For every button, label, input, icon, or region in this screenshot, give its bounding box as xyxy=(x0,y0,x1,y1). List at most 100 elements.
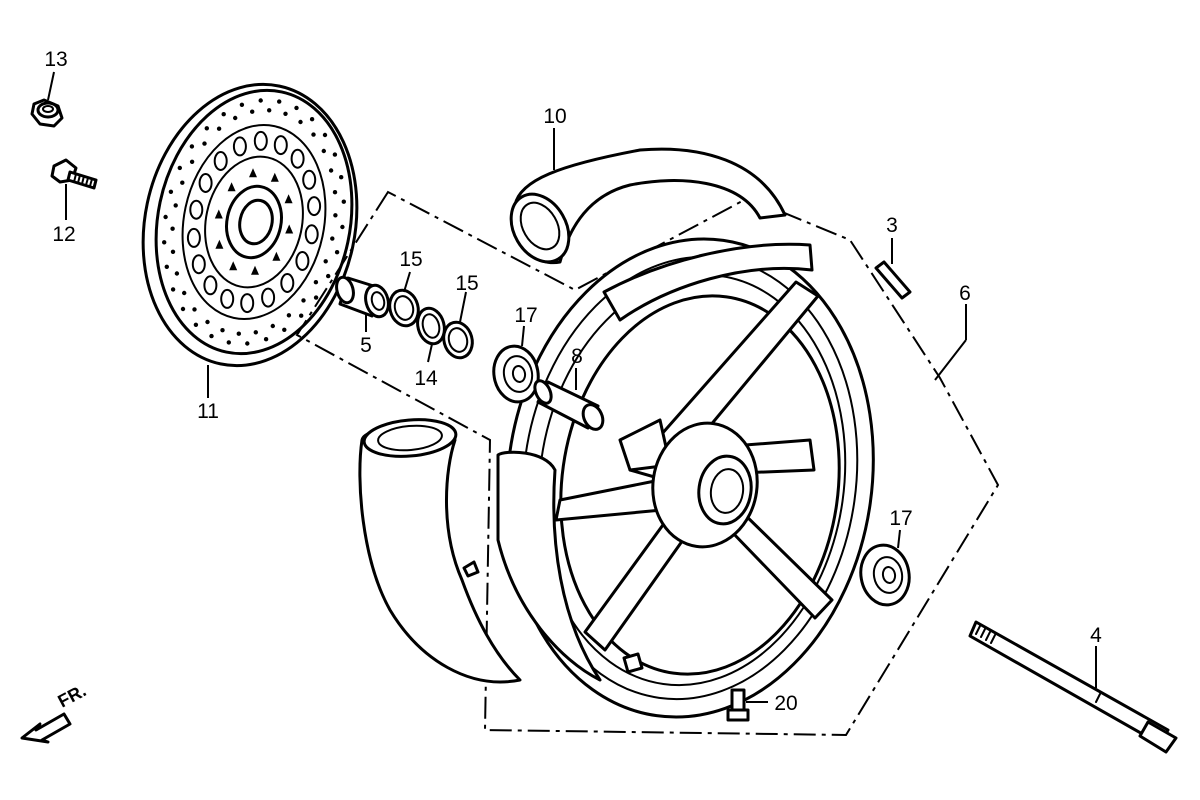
disc-drill-hole xyxy=(270,323,275,329)
disc-drill-hole xyxy=(332,190,338,195)
disc-drill-hole xyxy=(328,168,334,173)
disc-drill-hole xyxy=(233,115,238,121)
disc-carrier-cutout xyxy=(227,182,236,192)
part-8-distance-collar xyxy=(533,379,605,431)
disc-drill-hole xyxy=(326,273,331,279)
disc-drill-hole xyxy=(236,331,241,336)
disc-drill-hole xyxy=(216,126,222,131)
part-10-tire-upper xyxy=(509,147,787,265)
callout-15-a: 15 xyxy=(399,248,422,271)
disc-drill-hole xyxy=(182,290,187,296)
disc-drill-hole xyxy=(204,126,209,131)
disc-drill-hole xyxy=(170,226,175,231)
disc-vent-slot xyxy=(302,169,317,190)
disc-drill-hole xyxy=(193,322,199,327)
callout-5: 5 xyxy=(360,334,372,357)
part-14-seal xyxy=(416,306,446,346)
callout-12: 12 xyxy=(52,223,75,246)
disc-drill-hole xyxy=(209,333,214,339)
callout-20: 20 xyxy=(774,692,797,715)
disc-drill-hole xyxy=(174,271,180,276)
callout-17-lower: 17 xyxy=(889,507,912,530)
disc-vent-slot xyxy=(203,275,218,296)
disc-drill-hole xyxy=(168,189,174,194)
disc-drill-hole xyxy=(163,214,168,220)
assembly-boundary-line xyxy=(295,190,1000,737)
disc-drill-hole xyxy=(189,159,195,164)
disc-drill-hole xyxy=(177,165,182,171)
disc-drill-hole xyxy=(202,141,207,146)
part-5-spacer xyxy=(335,275,390,319)
disc-drill-hole xyxy=(330,236,335,241)
disc-drill-hole xyxy=(250,109,255,114)
disc-vent-slot xyxy=(273,135,288,156)
disc-drill-hole xyxy=(173,203,178,208)
disc-drill-hole xyxy=(170,287,176,292)
disc-drill-hole xyxy=(313,295,319,300)
disc-drill-hole xyxy=(221,112,226,117)
disc-drill-hole xyxy=(189,144,195,149)
part-10-tire-lower xyxy=(358,418,522,684)
disc-vent-slot xyxy=(304,224,319,245)
part-15-circlip-b xyxy=(442,320,474,360)
disc-drill-hole xyxy=(283,111,288,117)
disc-drill-hole xyxy=(286,313,292,318)
disc-vent-slot xyxy=(280,273,295,293)
disc-vent-slot xyxy=(261,287,276,308)
part-4-axle xyxy=(968,620,1178,754)
disc-drill-hole xyxy=(340,224,345,230)
disc-vent-slot xyxy=(290,148,305,169)
disc-drill-hole xyxy=(301,298,306,303)
disc-vent-slot xyxy=(198,173,213,193)
disc-drill-hole xyxy=(334,250,340,255)
disc-drill-hole xyxy=(294,105,299,111)
disc-drill-hole xyxy=(313,280,319,285)
disc-vent-slot xyxy=(253,130,268,151)
disc-drill-hole xyxy=(282,327,287,332)
disc-carrier-cutout xyxy=(285,224,294,234)
callout-8: 8 xyxy=(571,345,583,368)
part-6-wheel xyxy=(496,237,875,719)
disc-vent-slot xyxy=(213,151,228,171)
disc-drill-holes xyxy=(162,98,346,346)
disc-drill-hole xyxy=(162,240,167,245)
front-direction-marker: FR. xyxy=(20,680,89,744)
callout-17-upper: 17 xyxy=(514,304,537,327)
disc-drill-hole xyxy=(180,180,185,185)
disc-drill-hole xyxy=(258,98,263,103)
disc-drill-hole xyxy=(164,264,169,269)
part-3-balance-weight xyxy=(874,260,912,300)
disc-drill-hole xyxy=(170,249,176,254)
part-17-bearing-upper xyxy=(492,344,540,404)
disc-carrier-cutout xyxy=(284,194,293,204)
leader-lines xyxy=(47,71,1097,703)
disc-drill-hole xyxy=(245,341,250,346)
callout-4: 4 xyxy=(1090,624,1102,647)
disc-drill-hole xyxy=(299,313,304,318)
disc-drill-hole xyxy=(321,148,326,154)
part-13-nut xyxy=(30,98,64,128)
disc-drill-hole xyxy=(323,259,328,264)
callout-10: 10 xyxy=(543,105,566,128)
disc-vent-slot xyxy=(191,254,206,275)
disc-drill-hole xyxy=(253,330,258,335)
disc-carrier-cutout xyxy=(251,265,259,275)
disc-carrier-cutout xyxy=(249,168,257,178)
disc-vent-slot xyxy=(307,196,322,217)
disc-drill-hole xyxy=(333,213,338,218)
disc-drill-hole xyxy=(339,175,344,180)
disc-vent-slot xyxy=(186,227,201,248)
disc-carrier-cutout xyxy=(272,251,281,261)
disc-drill-hole xyxy=(180,306,186,312)
part-12-bolt xyxy=(50,158,98,190)
callout-6: 6 xyxy=(959,282,971,305)
disc-drill-hole xyxy=(298,119,303,125)
disc-carrier-cutout xyxy=(214,209,223,219)
part-20-valve xyxy=(726,688,750,722)
fr-label: FR. xyxy=(54,680,89,711)
disc-drill-hole xyxy=(309,117,315,122)
disc-drill-hole xyxy=(322,132,328,138)
disc-vent-slot xyxy=(220,288,235,309)
disc-drill-hole xyxy=(192,307,197,312)
